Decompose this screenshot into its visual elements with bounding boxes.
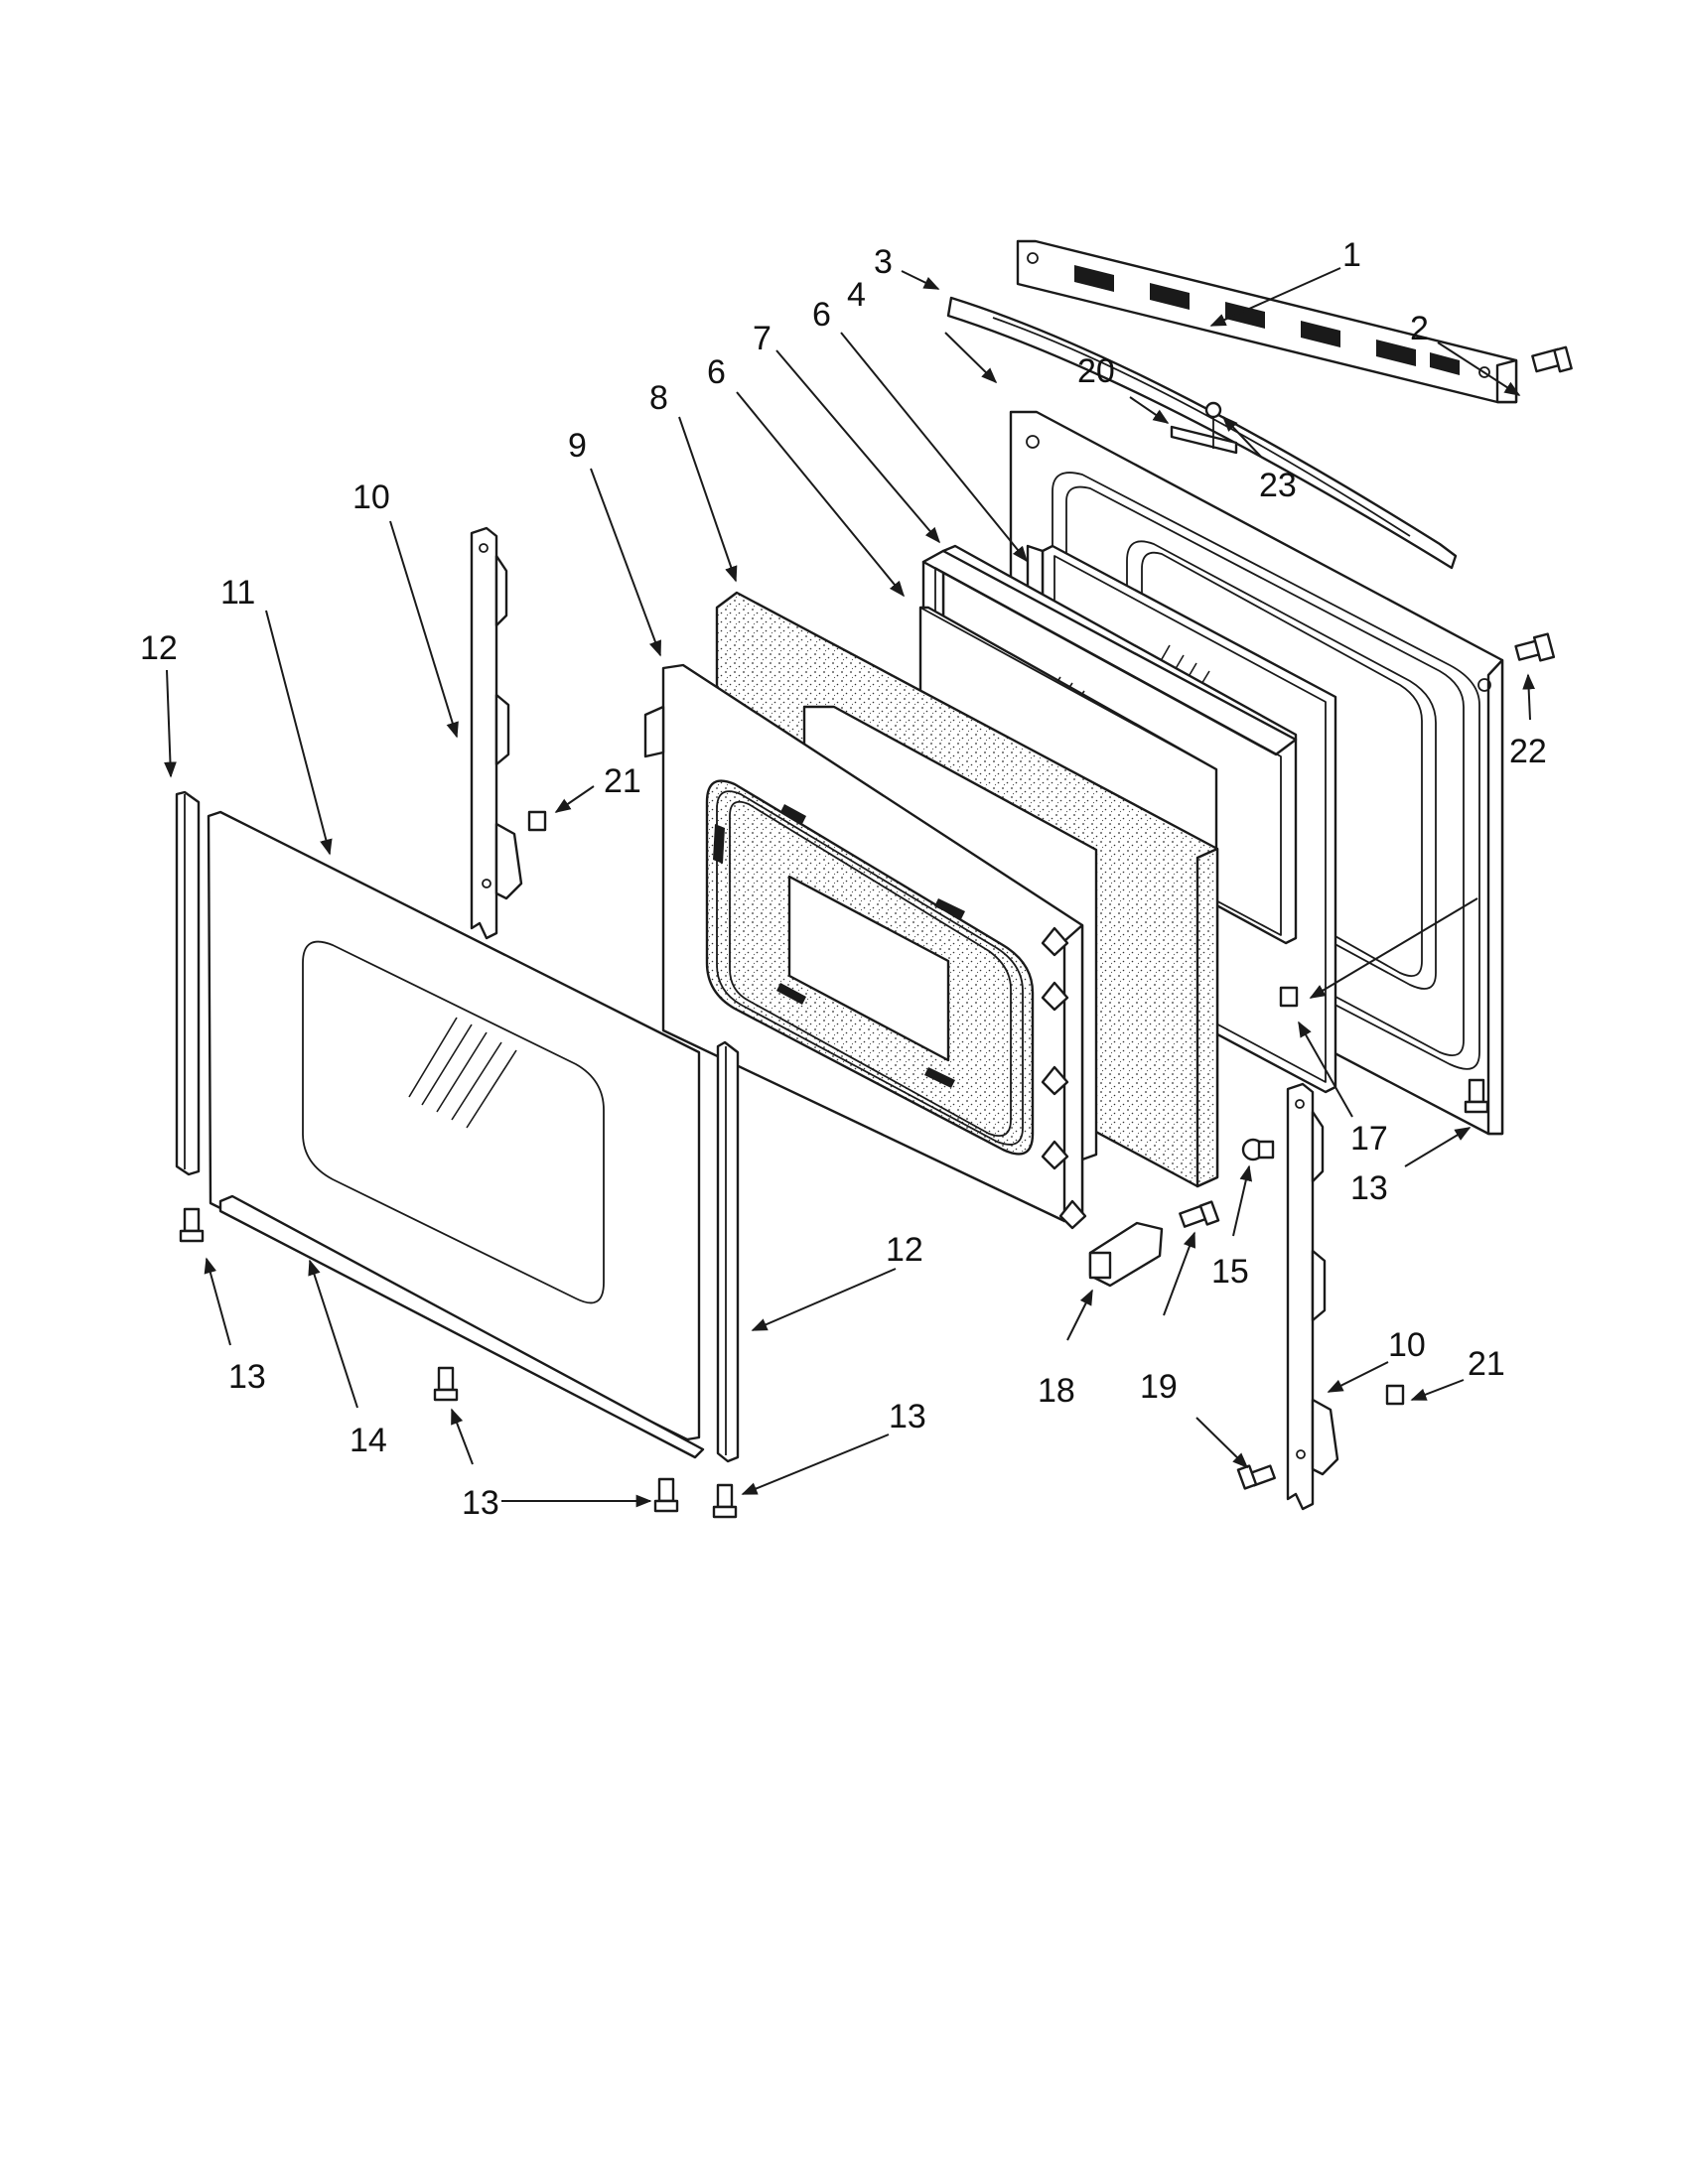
leader-17b — [1309, 897, 1478, 999]
part-3-handle-trim — [946, 296, 1458, 570]
part-1-control-panel-trim — [1016, 239, 1518, 404]
leader-2 — [1437, 341, 1521, 396]
part-2-screw — [1531, 345, 1573, 373]
leader-19a — [1163, 1231, 1195, 1316]
callout-13b: 13 — [462, 1484, 499, 1522]
leader-1 — [1209, 267, 1341, 327]
callout-10a: 10 — [352, 478, 390, 516]
callout-1: 1 — [1342, 236, 1361, 274]
leader-11 — [265, 610, 333, 856]
leader-10b — [1327, 1361, 1389, 1393]
callout-3: 3 — [874, 243, 893, 281]
leader-12b — [751, 1268, 897, 1331]
callout-21b: 21 — [1468, 1345, 1505, 1383]
callout-9: 9 — [568, 427, 587, 465]
leader-lines — [164, 267, 1536, 1508]
part-23-screw — [1204, 401, 1222, 449]
callouts: 1 2 3 4 6 6 7 8 9 10 10 11 12 12 13 13 1… — [140, 236, 1547, 1522]
leader-4 — [944, 332, 998, 384]
callout-13c: 13 — [889, 1398, 926, 1435]
part-18-bracket — [1088, 1221, 1164, 1288]
leader-14 — [308, 1259, 358, 1409]
callout-2: 2 — [1410, 310, 1429, 347]
callout-6b: 6 — [707, 353, 726, 391]
leader-13d — [451, 1408, 474, 1465]
part-19-screw-upper — [1179, 1200, 1220, 1228]
callout-12b: 12 — [886, 1231, 923, 1269]
callout-21a: 21 — [604, 762, 641, 800]
leader-13c — [741, 1433, 890, 1495]
leader-8 — [678, 416, 738, 583]
leader-3 — [901, 270, 940, 290]
leader-13e — [1404, 1127, 1472, 1167]
part-10-hinge-left — [470, 526, 523, 940]
part-22-screw — [1514, 632, 1556, 662]
callout-15: 15 — [1211, 1253, 1249, 1291]
callout-14: 14 — [350, 1422, 387, 1459]
leader-9 — [590, 468, 661, 657]
part-14-bottom-trim — [218, 1194, 705, 1459]
leader-12a — [164, 669, 177, 778]
callout-6a: 6 — [812, 296, 831, 334]
leader-7 — [775, 349, 941, 544]
callout-4: 4 — [847, 276, 866, 314]
part-13-screw-trim-right — [712, 1483, 738, 1519]
part-21-clip-right — [1385, 1384, 1405, 1406]
part-13-screw-bottom-right — [653, 1477, 679, 1513]
part-13-screw-bottom-middle — [433, 1366, 459, 1402]
callout-13d: 13 — [1350, 1169, 1388, 1207]
part-13-screw-upper-right — [1464, 1078, 1489, 1114]
callout-18: 18 — [1038, 1372, 1075, 1410]
leader-6b — [736, 391, 906, 598]
part-9-door-liner — [643, 663, 1087, 1230]
leader-21b — [1410, 1379, 1465, 1401]
part-12-side-trim-left — [175, 790, 201, 1176]
leader-20 — [1129, 396, 1170, 424]
part-19-screw-lower — [1236, 1464, 1276, 1490]
callout-13a: 13 — [228, 1358, 266, 1396]
part-10-hinge-right — [1286, 1082, 1339, 1511]
part-11-outer-door-panel — [207, 810, 701, 1441]
leader-6a — [840, 332, 1029, 563]
part-12-side-trim-right — [716, 1040, 740, 1463]
callout-7: 7 — [753, 320, 772, 357]
part-13-screw-left — [179, 1207, 205, 1243]
part-17-clip — [1279, 986, 1299, 1008]
leader-15 — [1232, 1164, 1253, 1237]
callout-10b: 10 — [1388, 1326, 1426, 1364]
callout-19a: 19 — [1140, 1368, 1178, 1406]
callout-11: 11 — [220, 574, 255, 612]
callout-17: 17 — [1350, 1120, 1388, 1158]
part-15-plug — [1241, 1138, 1275, 1161]
callout-23: 23 — [1259, 467, 1297, 504]
callout-8: 8 — [649, 379, 668, 417]
leader-21a — [554, 785, 595, 813]
part-21-clip-left — [527, 810, 547, 832]
callout-20: 20 — [1077, 352, 1115, 390]
leader-17 — [1298, 1021, 1353, 1118]
leader-22 — [1522, 673, 1536, 721]
leader-19b — [1195, 1417, 1249, 1469]
callout-22: 22 — [1509, 733, 1547, 770]
leader-13a — [204, 1257, 231, 1346]
leader-23 — [1221, 415, 1262, 458]
part-20-bracket — [1170, 425, 1238, 455]
leader-10a — [389, 520, 459, 739]
callout-12a: 12 — [140, 629, 178, 667]
leader-18 — [1066, 1289, 1093, 1341]
